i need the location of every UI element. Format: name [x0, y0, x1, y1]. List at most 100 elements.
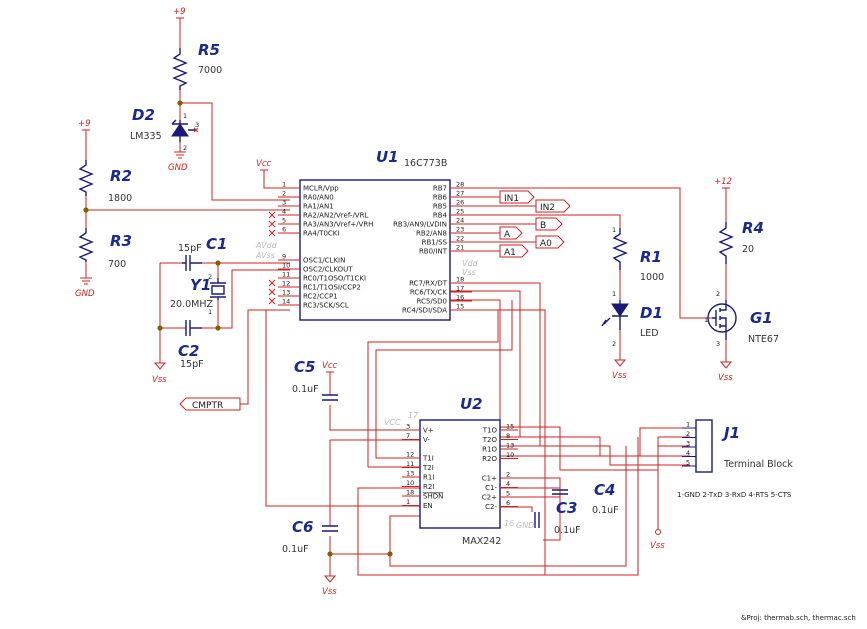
svg-text:1: 1: [612, 290, 616, 298]
pin-number: 1: [406, 498, 410, 506]
pin-label: RC2/CCP1: [303, 293, 338, 301]
svg-text:7000: 7000: [198, 65, 222, 76]
pin-label: V-: [423, 436, 430, 444]
svg-text:0.1uF: 0.1uF: [554, 525, 581, 536]
svg-text:A0: A0: [540, 239, 552, 249]
svg-text:20.0MHZ: 20.0MHZ: [170, 299, 213, 310]
pin-label: C2+: [482, 494, 497, 502]
pin-number: 15: [506, 423, 514, 431]
svg-text:1000: 1000: [640, 272, 664, 283]
svg-text:20: 20: [742, 244, 754, 255]
svg-text:U2: U2: [460, 395, 483, 413]
svg-text:D1: D1: [640, 304, 663, 322]
svg-text:C5: C5: [294, 358, 315, 376]
pin-number: 28: [456, 181, 464, 189]
capacitor-c3[interactable]: C3 0.1uF: [534, 499, 581, 536]
net-label-cmptr: CMPTR: [179, 397, 241, 411]
resistor-r5[interactable]: R5 7000: [172, 41, 222, 90]
svg-text:AVss: AVss: [255, 251, 275, 260]
led-d1[interactable]: 1 2 D1 LED: [601, 290, 663, 348]
pin-number: 3: [282, 199, 286, 207]
net-label-a: A: [499, 226, 523, 240]
capacitor-c6[interactable]: C6 0.1uF: [282, 518, 338, 555]
pin-number: 15: [456, 303, 464, 311]
pin-6: 6C2-: [485, 499, 518, 511]
svg-text:3: 3: [195, 121, 199, 129]
svg-text:1-GND 2-TxD 3-RxD 4-RTS 5-CTS: 1-GND 2-TxD 3-RxD 4-RTS 5-CTS: [677, 491, 792, 499]
resistor-r1[interactable]: 1 R1 1000: [612, 226, 664, 283]
capacitor-c2[interactable]: C2 15pF: [178, 320, 204, 370]
svg-text:MAX242: MAX242: [462, 536, 501, 547]
svg-text:B: B: [540, 221, 546, 231]
resistor-r3[interactable]: R3 700: [78, 228, 132, 270]
capacitor-c4[interactable]: C4 0.1uF: [552, 481, 619, 516]
pin-number: 13: [282, 289, 290, 297]
pin-label: R1O: [482, 446, 497, 454]
svg-text:LM335: LM335: [130, 131, 162, 142]
svg-text:+9: +9: [173, 7, 186, 17]
svg-text:C3: C3: [556, 499, 577, 517]
pin-label: RC5/SD0: [416, 298, 447, 306]
pin-label: RC0/T1OSO/T1CKI: [303, 275, 366, 283]
svg-text:15pF: 15pF: [178, 243, 202, 254]
pin-label: RB1/SS: [422, 239, 448, 247]
pin-label: RA3/AN3/Vref+/VRH: [303, 221, 373, 229]
svg-text:AVdd: AVdd: [255, 241, 278, 250]
pin-2: 2C1+: [482, 471, 518, 483]
j1-pin-5: 5: [682, 459, 696, 467]
capacitor-c1[interactable]: C1 15pF: [178, 235, 227, 271]
svg-text:0.1uF: 0.1uF: [292, 384, 319, 395]
pin-label: T2O: [482, 436, 498, 444]
pin-label: RB5: [433, 203, 447, 211]
pin-label: RA0/AN0: [303, 194, 334, 202]
resistor-r4[interactable]: R4 20: [718, 219, 764, 264]
zener-d2[interactable]: 1 2 3 D2 LM335: [130, 106, 199, 152]
svg-text:R1: R1: [640, 248, 662, 266]
svg-text:0.1uF: 0.1uF: [282, 544, 309, 555]
net-label-in2: IN2: [535, 199, 571, 213]
pin-number: 5: [506, 490, 510, 498]
pin-number: 27: [456, 190, 464, 198]
pin-label: R2O: [482, 455, 497, 463]
svg-text:R2: R2: [110, 167, 132, 185]
power-vcc-u1: Vcc: [256, 159, 271, 171]
pin-label: RB4: [433, 212, 448, 220]
svg-text:U1: U1: [376, 148, 399, 166]
net-label-a0: A0: [535, 235, 565, 249]
mosfet-g1[interactable]: 1 2 3 G1 NTE67: [704, 290, 779, 348]
pin-number: 10: [406, 479, 414, 487]
pin-number: 16: [456, 294, 464, 302]
svg-text:C4: C4: [594, 481, 615, 499]
pin-label: OSC2/CLKOUT: [303, 266, 353, 274]
capacitor-c5[interactable]: C5 0.1uF: [292, 358, 338, 401]
svg-text:700: 700: [108, 259, 126, 270]
svg-text:+9: +9: [78, 119, 91, 129]
wires: [85, 18, 727, 576]
pin-label: RB6: [433, 194, 448, 202]
svg-text:Vss: Vss: [650, 541, 665, 551]
crystal-y1[interactable]: 2 1 Y1 20.0MHZ: [170, 273, 226, 316]
vss-j1: Vss: [650, 529, 665, 551]
j1-pin-4: 4: [682, 449, 696, 457]
resistor-r2[interactable]: R2 1800: [78, 160, 132, 204]
svg-text:0.1uF: 0.1uF: [592, 505, 619, 516]
pin-label: RC6/TX/CK: [410, 289, 448, 297]
pin-label: RA1/AN1: [303, 203, 334, 211]
svg-text:1: 1: [704, 316, 708, 324]
